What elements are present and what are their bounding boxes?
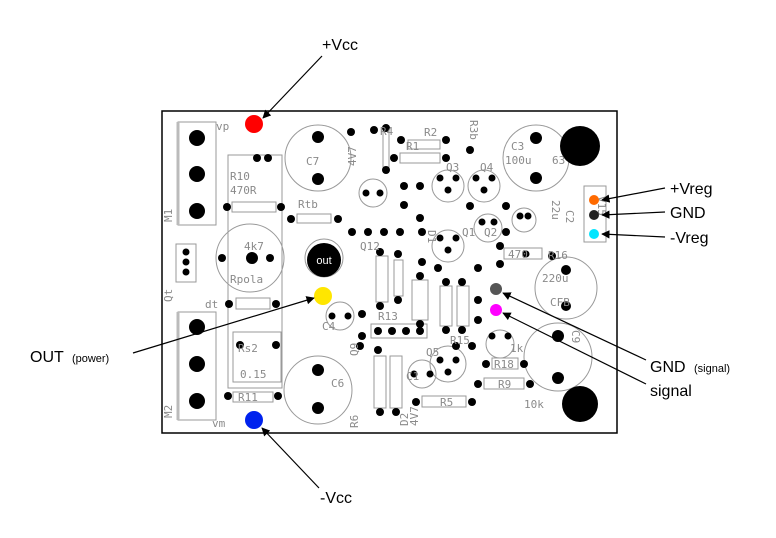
label-signal: signal xyxy=(650,383,692,400)
svg-text:Rs2: Rs2 xyxy=(238,342,258,355)
svg-text:C4: C4 xyxy=(322,320,336,333)
board-holes xyxy=(189,126,600,422)
svg-text:100u: 100u xyxy=(505,154,532,167)
svg-text:Rpola: Rpola xyxy=(230,273,263,286)
svg-text:R6: R6 xyxy=(348,415,361,428)
svg-text:Q1: Q1 xyxy=(462,226,475,239)
svg-text:R10: R10 xyxy=(230,170,250,183)
svg-text:M1: M1 xyxy=(162,209,175,222)
label-vreg-positive: +Vreg xyxy=(670,181,713,198)
svg-text:R9: R9 xyxy=(498,378,511,391)
svg-text:C1: C1 xyxy=(406,370,419,383)
vcc-negative-pad xyxy=(245,411,263,429)
svg-text:Q2: Q2 xyxy=(484,226,497,239)
svg-text:dt: dt xyxy=(205,298,218,311)
arrow-vcc-negative xyxy=(261,427,320,489)
svg-text:Qt: Qt xyxy=(162,289,175,302)
label-gnd-signal-sub: (signal) xyxy=(694,363,730,375)
gnd-signal-pad xyxy=(490,283,502,295)
board-silk-labels: vp vm M1 M2 Qt dt R10 470R Rtb 4k7 Rpola… xyxy=(162,120,608,430)
svg-text:Rtb: Rtb xyxy=(298,198,318,211)
svg-text:Q4: Q4 xyxy=(480,161,494,174)
out-power-pad xyxy=(314,287,332,305)
svg-text:4k7: 4k7 xyxy=(244,240,264,253)
svg-text:R3b: R3b xyxy=(467,120,480,140)
svg-text:4V7: 4V7 xyxy=(408,406,421,426)
label-gnd-signal: GND (signal) xyxy=(650,359,730,376)
arrow-vreg-positive xyxy=(601,187,666,203)
svg-text:C7: C7 xyxy=(306,155,319,168)
svg-text:C2: C2 xyxy=(563,210,576,223)
gnd-pad xyxy=(589,210,599,220)
label-gnd: GND xyxy=(670,205,706,222)
label-vreg-negative: -Vreg xyxy=(670,230,709,247)
svg-text:22u: 22u xyxy=(549,200,562,220)
arrow-signal xyxy=(502,312,647,385)
svg-text:4V7: 4V7 xyxy=(346,146,359,166)
signal-pad xyxy=(490,304,502,316)
label-out-power: OUT (power) xyxy=(30,349,109,366)
svg-text:D2: D2 xyxy=(398,413,411,426)
svg-text:470R: 470R xyxy=(230,184,257,197)
svg-text:10k: 10k xyxy=(524,398,544,411)
svg-text:Q12: Q12 xyxy=(360,240,380,253)
arrow-vcc-positive xyxy=(262,55,323,119)
svg-text:R5: R5 xyxy=(440,396,453,409)
arrow-vreg-negative xyxy=(601,230,666,239)
svg-text:220u: 220u xyxy=(542,272,569,285)
label-vcc-positive: +Vcc xyxy=(322,37,358,54)
out-pad-label: out xyxy=(316,255,331,267)
svg-text:CFB: CFB xyxy=(550,296,570,309)
label-vcc-negative: -Vcc xyxy=(320,490,352,507)
svg-text:D1: D1 xyxy=(425,230,438,243)
svg-text:Q5: Q5 xyxy=(426,346,439,359)
svg-text:63: 63 xyxy=(552,154,565,167)
arrow-gnd-signal xyxy=(502,292,647,361)
svg-text:Q3: Q3 xyxy=(446,161,459,174)
svg-text:R16: R16 xyxy=(548,249,568,262)
label-out-sub: (power) xyxy=(72,353,109,365)
svg-text:R18: R18 xyxy=(494,358,514,371)
svg-text:0.15: 0.15 xyxy=(240,368,267,381)
label-out-main: OUT xyxy=(30,349,64,366)
svg-text:M2: M2 xyxy=(162,405,175,418)
svg-text:R4: R4 xyxy=(380,125,394,138)
vcc-positive-pad xyxy=(245,115,263,133)
svg-text:C9: C9 xyxy=(569,330,582,343)
svg-text:vp: vp xyxy=(216,120,229,133)
vreg-positive-pad xyxy=(589,195,599,205)
svg-text:R11: R11 xyxy=(238,391,258,404)
vreg-negative-pad xyxy=(589,229,599,239)
arrow-out-power xyxy=(132,296,315,354)
svg-text:R1: R1 xyxy=(406,140,419,153)
svg-text:C6: C6 xyxy=(331,377,344,390)
svg-text:vm: vm xyxy=(212,417,226,430)
svg-text:1k: 1k xyxy=(510,342,524,355)
svg-text:R2: R2 xyxy=(424,126,437,139)
svg-text:C3: C3 xyxy=(511,140,524,153)
callout-arrows xyxy=(132,55,666,489)
arrow-gnd xyxy=(601,210,666,219)
svg-text:470: 470 xyxy=(508,248,528,261)
svg-text:R13: R13 xyxy=(378,310,398,323)
svg-text:Q9: Q9 xyxy=(348,343,361,356)
svg-text:R15: R15 xyxy=(450,334,470,347)
board-small-pads xyxy=(182,124,571,416)
label-gnd-signal-main: GND xyxy=(650,359,686,376)
